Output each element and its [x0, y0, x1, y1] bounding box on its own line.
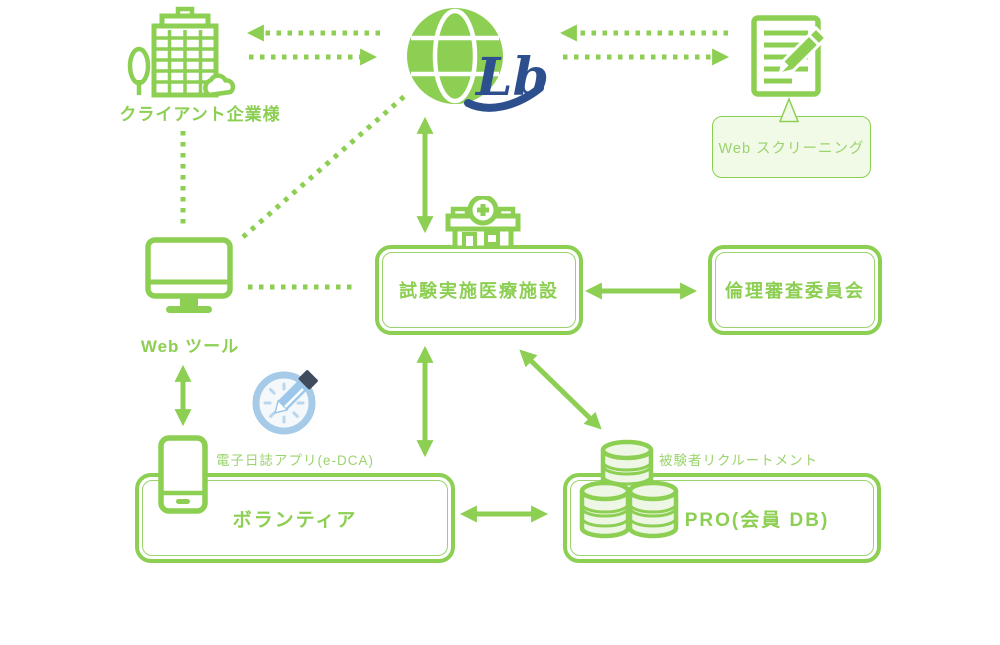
- facility-label: 試験実施医療施設: [399, 281, 559, 301]
- subject-recruitment-label: 被験者リクルートメント: [659, 453, 819, 468]
- client-company-label: クライアント企業様: [119, 105, 281, 124]
- smartphone-icon: [158, 435, 208, 514]
- globe-portal-icon: Lb: [407, 8, 549, 112]
- facility-box: 試験実施医療施設: [375, 245, 583, 335]
- web-screening-label: Web スクリーニング: [718, 140, 865, 157]
- e-diary-app-label: 電子日誌アプリ(e-DCA): [216, 453, 374, 468]
- pro-member-db-box: PRO(会員 DB): [563, 473, 881, 563]
- volunteer-label: ボランティア: [232, 509, 358, 531]
- database-icon: [579, 439, 679, 539]
- lb-logo-text: Lb: [474, 47, 549, 108]
- diary-clock-icon: [252, 370, 318, 435]
- ethics-committee-box: 倫理審査委員会: [708, 245, 882, 335]
- web-screening-callout: Web スクリーニング: [712, 116, 871, 178]
- office-building-icon: [127, 6, 236, 98]
- pro-member-db-label: PRO(会員 DB): [684, 509, 830, 531]
- monitor-icon: [145, 237, 233, 313]
- ethics-committee-label: 倫理審査委員会: [725, 281, 865, 301]
- arrow-facility-pro: [519, 349, 602, 430]
- screening-document-icon: [751, 15, 828, 97]
- web-tool-label: Web ツール: [140, 337, 240, 356]
- clinic-icon: [445, 196, 521, 248]
- lb-logo-swash: [464, 84, 544, 112]
